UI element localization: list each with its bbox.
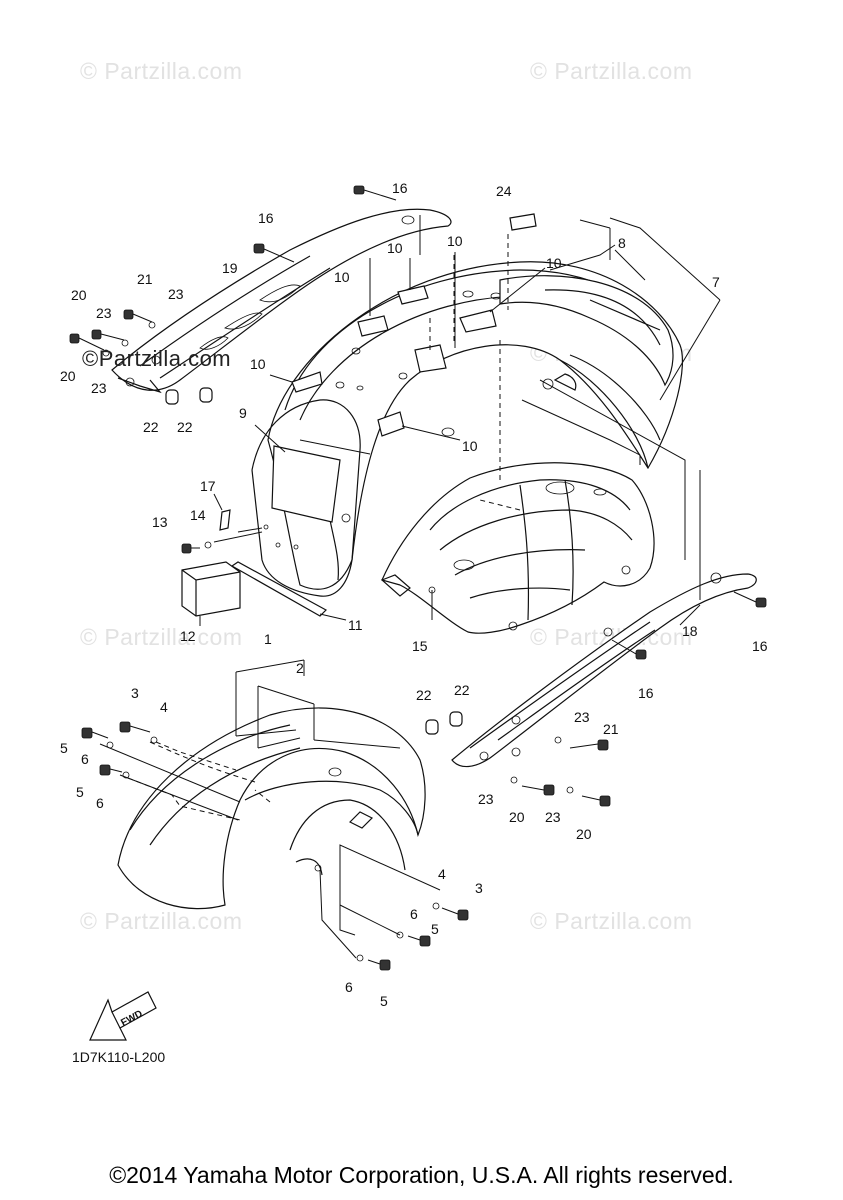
callout: 11 <box>348 617 363 633</box>
watermark: © Partzilla.com <box>80 58 243 84</box>
callout: 9 <box>239 405 247 421</box>
callout: 17 <box>200 478 216 494</box>
callout: 3 <box>475 880 483 896</box>
callout: 1 <box>264 631 272 647</box>
callout: 24 <box>496 183 512 199</box>
diagram-code: 1D7K110-L200 <box>72 1049 166 1065</box>
callout: 7 <box>712 274 720 290</box>
callout: 5 <box>380 993 388 1009</box>
callout: 8 <box>618 235 626 251</box>
callout: 6 <box>81 751 89 767</box>
callout: 19 <box>222 260 238 276</box>
trim-strip <box>230 561 327 617</box>
callout: 20 <box>509 809 525 825</box>
callout: 18 <box>682 623 698 639</box>
callout: 2 <box>296 660 304 676</box>
rear-stay-left <box>111 208 452 394</box>
callout: 6 <box>410 906 418 922</box>
callout: 10 <box>546 255 562 271</box>
callout: 21 <box>137 271 153 287</box>
callout: 14 <box>190 507 206 523</box>
callout: 5 <box>60 740 68 756</box>
callout: 23 <box>96 305 112 321</box>
watermark: © Partzilla.com <box>530 908 693 934</box>
callout: 10 <box>447 233 463 249</box>
watermark-overlap: ©Partzilla.com <box>82 346 232 371</box>
callout: 20 <box>576 826 592 842</box>
callout: 6 <box>345 979 353 995</box>
callout: 13 <box>152 514 168 530</box>
watermark: © Partzilla.com <box>80 624 243 650</box>
callout: 22 <box>454 682 470 698</box>
callout: 20 <box>71 287 87 303</box>
callout: 12 <box>180 628 196 644</box>
watermark: © Partzilla.com <box>80 908 243 934</box>
callout: 22 <box>416 687 432 703</box>
callout: 10 <box>250 356 266 372</box>
callout: 4 <box>438 866 446 882</box>
callout: 16 <box>752 638 768 654</box>
callout: 16 <box>258 210 274 226</box>
callout: 20 <box>60 368 76 384</box>
copyright-notice: ©2014 Yamaha Motor Corporation, U.S.A. A… <box>109 1162 734 1188</box>
rear-stay-right <box>451 572 757 768</box>
callout: 10 <box>387 240 403 256</box>
side-cover-upper <box>499 275 674 391</box>
assembly-lines <box>99 215 721 959</box>
callout: 10 <box>334 269 350 285</box>
front-fender <box>117 707 426 910</box>
watermark: © Partzilla.com <box>530 58 693 84</box>
callout: 23 <box>574 709 590 725</box>
fwd-arrow-icon <box>89 991 157 1041</box>
callout: 5 <box>431 921 439 937</box>
callout: 15 <box>412 638 428 654</box>
callout: 22 <box>143 419 159 435</box>
callout: 16 <box>638 685 654 701</box>
inner-fender <box>380 462 655 634</box>
callout: 21 <box>603 721 619 737</box>
callout: 3 <box>131 685 139 701</box>
callout: 16 <box>392 180 408 196</box>
callout: 4 <box>160 699 168 715</box>
callout: 5 <box>76 784 84 800</box>
callout: 23 <box>478 791 494 807</box>
callout: 23 <box>91 380 107 396</box>
callout: 23 <box>545 809 561 825</box>
callout: 6 <box>96 795 104 811</box>
callout: 10 <box>462 438 478 454</box>
reflector <box>181 561 241 617</box>
callout: 22 <box>177 419 193 435</box>
callout: 23 <box>168 286 184 302</box>
